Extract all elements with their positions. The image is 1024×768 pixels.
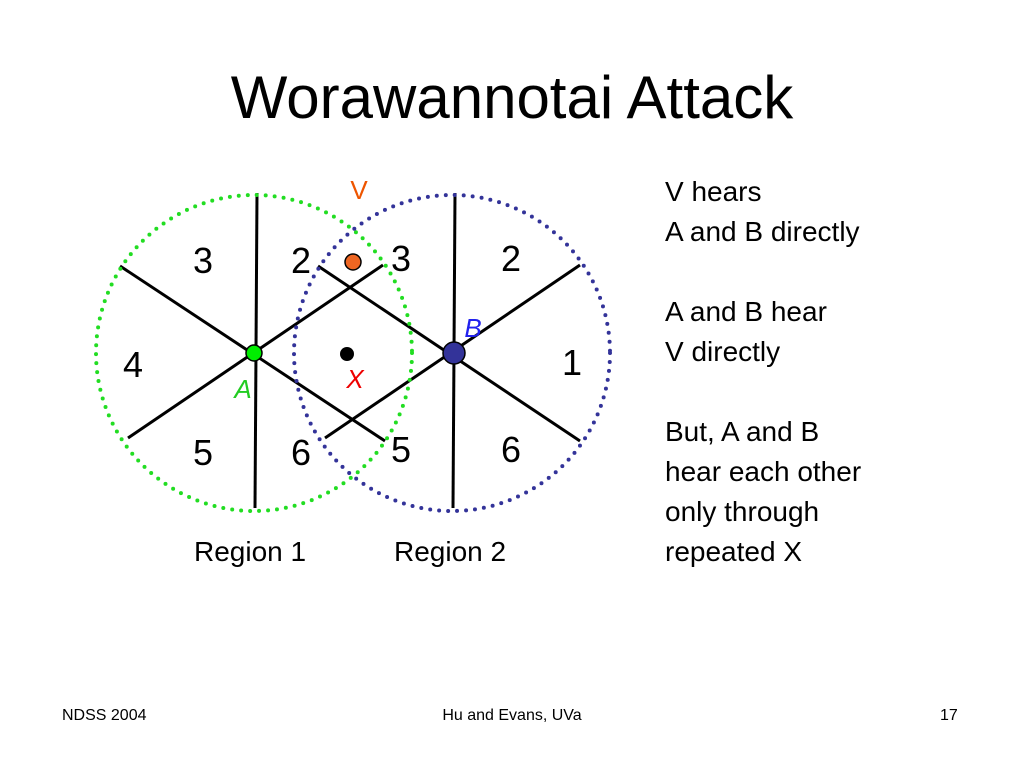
region1-range-circle (94, 193, 414, 513)
region2-range-circle (292, 193, 612, 513)
explanation-line: only through (665, 496, 820, 527)
footer-left: NDSS 2004 (62, 707, 147, 724)
region2-sector-6: 6 (501, 429, 521, 470)
explanation-line: repeated X (665, 536, 802, 567)
node-v-label: V (350, 175, 368, 205)
node-a-label: A (232, 374, 251, 404)
region1-sector-6: 6 (291, 432, 311, 473)
explanation-line: But, A and B (665, 416, 820, 447)
explanation-paragraph: But, A and B hear each other only throug… (665, 412, 861, 572)
explanation-line: V directly (665, 336, 781, 367)
region2-label: Region 2 (394, 536, 507, 567)
region1-sector-3: 3 (193, 240, 213, 281)
node-a (245, 344, 263, 362)
footer-center: Hu and Evans, UVa (442, 707, 582, 724)
explanation-line: A and B hear (665, 296, 827, 327)
region1-label: Region 1 (194, 536, 307, 567)
node-b (442, 341, 466, 365)
slide-title: Worawannotai Attack (230, 64, 794, 131)
node-v (344, 253, 362, 271)
region1-sector-4: 4 (123, 344, 143, 385)
region1-sector-2: 2 (291, 240, 311, 281)
explanation-line: V hears (665, 176, 762, 207)
explanation-paragraph: V hears A and B directly (665, 172, 861, 252)
region2-sector-1: 1 (562, 342, 582, 383)
node-x (340, 347, 354, 361)
explanation-line: A and B directly (665, 216, 860, 247)
explanation-paragraph: A and B hear V directly (665, 292, 861, 372)
region2-sector-2: 2 (501, 238, 521, 279)
footer-page-number: 17 (940, 707, 958, 724)
explanation-line: hear each other (665, 456, 862, 487)
explanation-text: V hears A and B directly A and B hear V … (665, 172, 861, 612)
region2-sector-3: 3 (391, 238, 411, 279)
region2-sector-5: 5 (391, 429, 411, 470)
node-x-label: X (345, 364, 365, 394)
node-b-label: B (464, 313, 481, 343)
region1-sector-5: 5 (193, 432, 213, 473)
